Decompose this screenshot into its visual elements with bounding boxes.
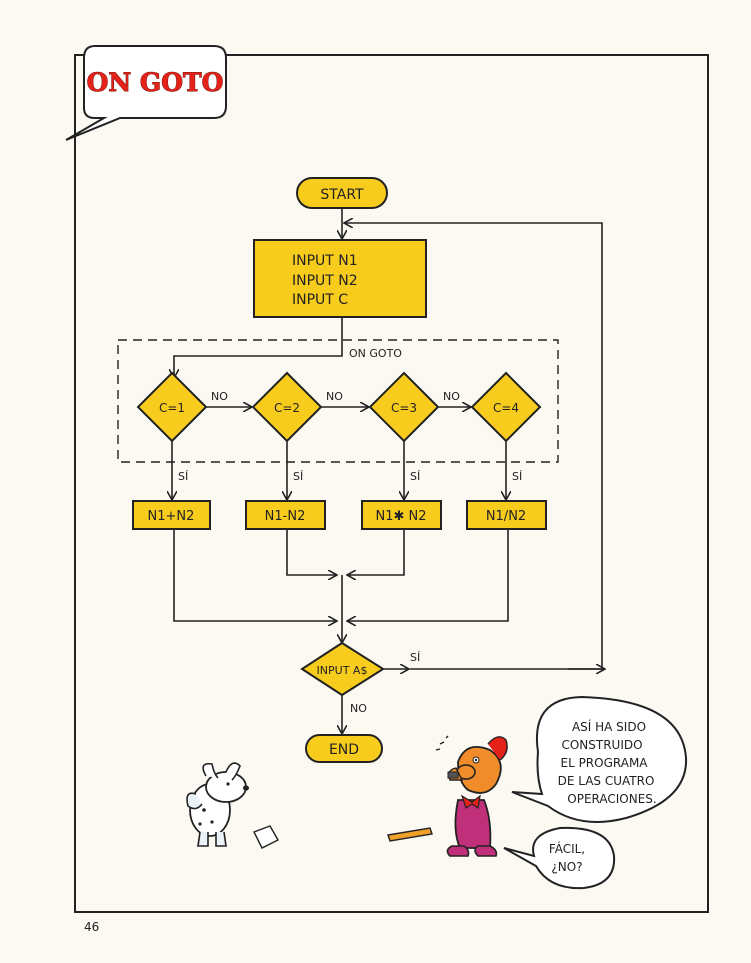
condition-c3-label: C=3	[391, 401, 417, 415]
page-frame	[74, 54, 709, 913]
operation-subtract-label: N1-N2	[265, 509, 306, 524]
yes-label-1: SÍ	[178, 470, 188, 483]
operation-divide-label: N1/N2	[486, 509, 526, 524]
yes-label-2: SÍ	[293, 470, 303, 483]
speech-line-4: DE LAS CUATRO	[558, 774, 655, 788]
check-yes-label: SÍ	[410, 651, 420, 664]
operation-subtract	[245, 500, 326, 530]
speech-line-1: ASÍ HA SIDO	[572, 719, 646, 734]
input-c: INPUT C	[292, 292, 348, 308]
no-label-1: NO	[211, 390, 228, 403]
end-terminal: END	[305, 734, 383, 763]
on-goto-group	[117, 339, 559, 463]
operation-add-label: N1+N2	[148, 509, 195, 524]
input-n1: INPUT N1	[292, 253, 358, 269]
pencil-icon	[387, 827, 433, 842]
speech-line-5: OPERACIONES.	[567, 792, 656, 806]
no-label-2: NO	[326, 390, 343, 403]
operation-divide	[466, 500, 547, 530]
operation-multiply-label: N1✱ N2	[375, 509, 426, 524]
connector-merge-mul	[348, 529, 405, 575]
input-box: INPUT N1 INPUT N2 INPUT C	[253, 239, 427, 318]
operation-add	[132, 500, 211, 530]
connector-merge-div	[348, 529, 509, 621]
start-terminal: START	[296, 177, 388, 209]
paper-scrap-icon	[253, 825, 279, 849]
condition-c2-label: C=2	[274, 401, 300, 415]
speech-bubble-main: ASÍ HA SIDO CONSTRUIDO EL PROGRAMA DE LA…	[511, 695, 688, 823]
condition-c1-label: C=1	[159, 401, 185, 415]
page-title: ON GOTO	[87, 68, 224, 97]
input-check-label: INPUT A$	[317, 664, 368, 677]
input-n2: INPUT N2	[292, 273, 358, 289]
speech-bubble-small: FÁCIL, ¿NO?	[503, 826, 616, 890]
operation-multiply	[361, 500, 442, 530]
speech-line-2: CONSTRUIDO	[561, 738, 642, 752]
check-no-label: NO	[350, 702, 367, 715]
end-label: END	[329, 742, 359, 758]
yes-label-4: SÍ	[512, 470, 522, 483]
connector-loop-back	[345, 223, 603, 670]
character-illustration	[435, 735, 508, 857]
speech-small-line-1: FÁCIL,	[549, 841, 585, 856]
connector-merge-sub	[286, 529, 336, 575]
yes-label-3: SÍ	[410, 470, 420, 483]
condition-c4-label: C=4	[493, 401, 519, 415]
page-number: 46	[84, 920, 100, 934]
title-bubble: ON GOTO	[65, 45, 227, 141]
start-label: START	[320, 187, 364, 203]
on-goto-label: ON GOTO	[349, 347, 402, 360]
speech-small-line-2: ¿NO?	[551, 860, 582, 874]
connector-merge-add	[173, 529, 336, 621]
speech-line-3: EL PROGRAMA	[560, 756, 648, 770]
no-label-3: NO	[443, 390, 460, 403]
connector-input-c1	[174, 317, 343, 377]
dog-illustration	[186, 762, 249, 847]
